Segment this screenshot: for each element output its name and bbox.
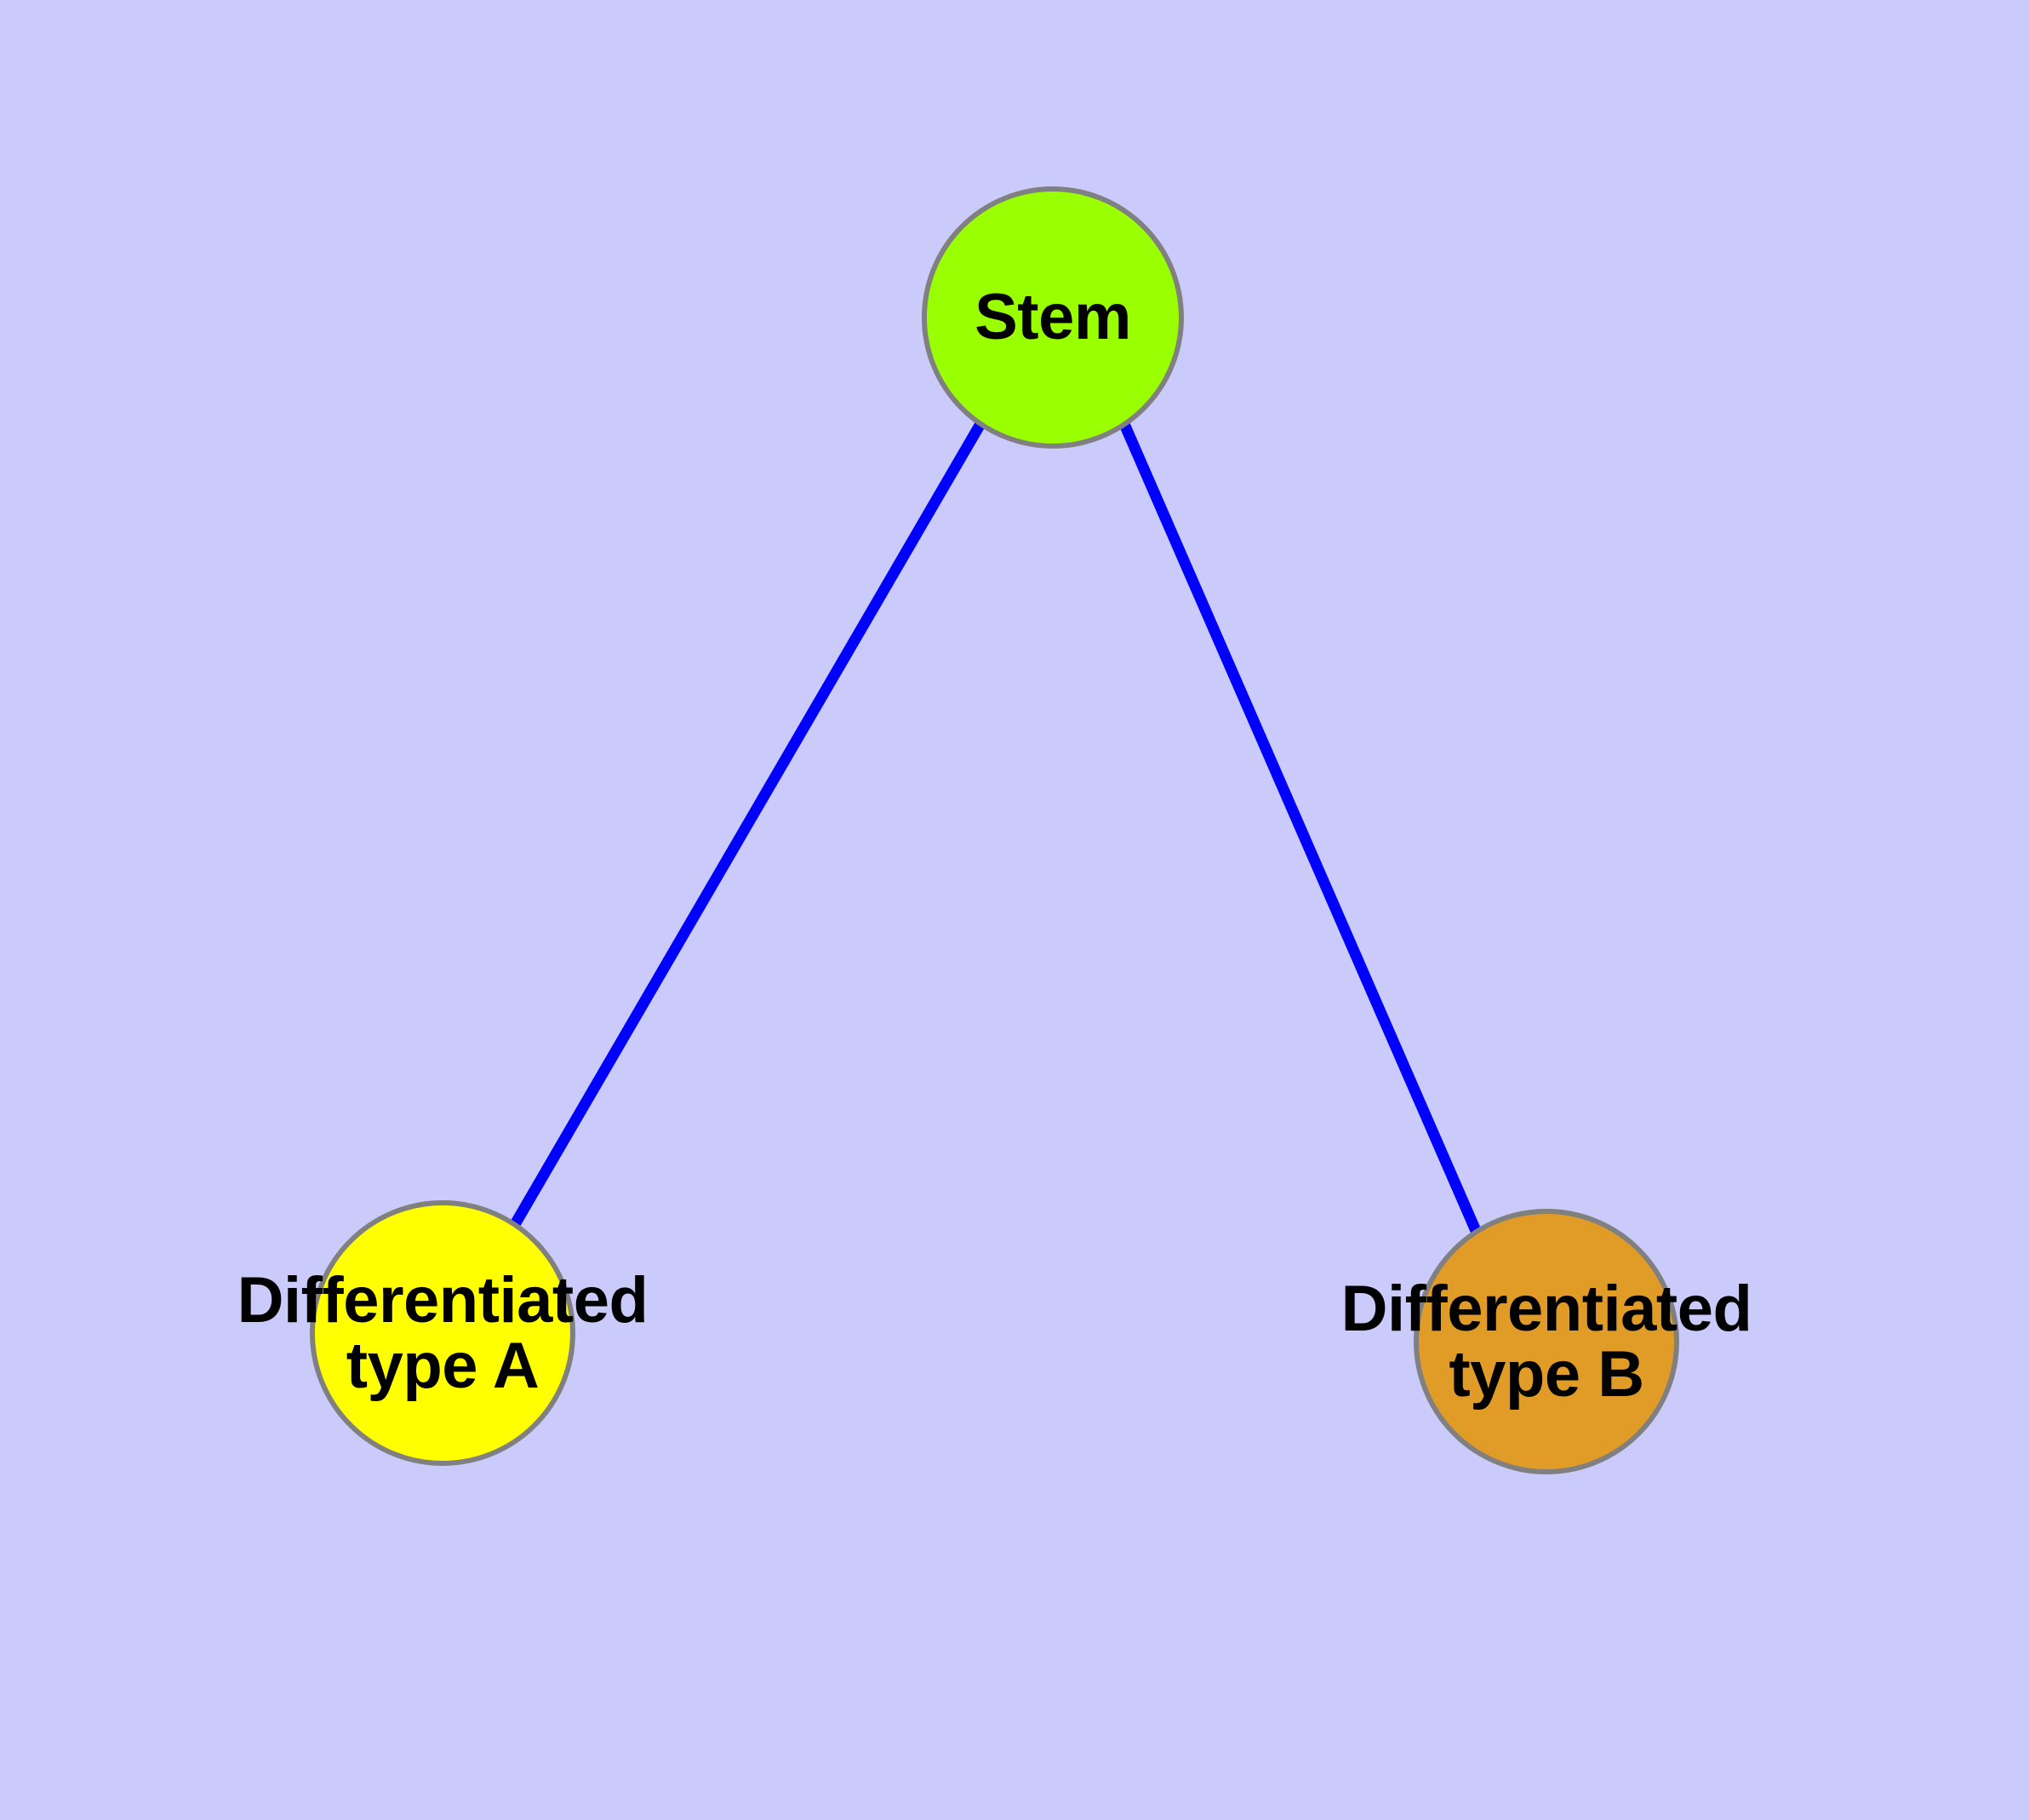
graph-node-diff_a[interactable]: [310, 1200, 575, 1466]
graph-node-diff_b[interactable]: [1414, 1209, 1679, 1474]
node-layer: [310, 186, 1679, 1474]
graph-edge-stem-to-b[interactable]: [1119, 421, 1482, 1235]
edge-layer: [509, 421, 1482, 1235]
graph-node-stem[interactable]: [922, 186, 1184, 449]
graph-edge-stem-to-a[interactable]: [509, 421, 986, 1229]
